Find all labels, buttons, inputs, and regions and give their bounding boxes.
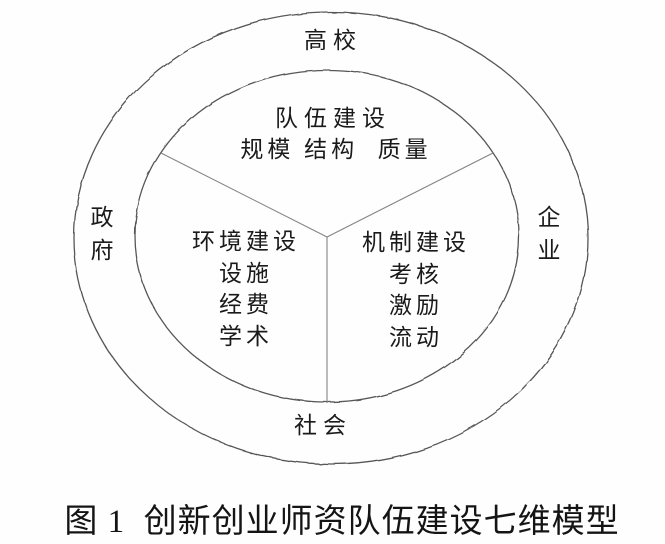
figure-caption: 图 1 创新创业师资队伍建设七维模型 xyxy=(64,504,620,540)
sector-right-item: 激励 xyxy=(389,293,443,318)
sector-right-item: 考核 xyxy=(389,261,443,287)
sector-left-block: 环境建设 设施 经费 学术 xyxy=(192,226,300,352)
ring-label-universities: 高校 xyxy=(304,28,362,53)
divider-upper-left xyxy=(160,152,328,238)
sector-left-item: 学术 xyxy=(219,323,273,349)
sector-top-detail: 规模 结构 质量 xyxy=(240,137,432,162)
divider-upper-right xyxy=(326,152,494,238)
sector-left-title: 环境建设 xyxy=(192,229,300,254)
outer-ring-circle xyxy=(73,11,589,465)
sector-right-title: 机制建设 xyxy=(362,230,470,255)
sector-right-item: 流动 xyxy=(389,324,443,350)
ring-label-society: 社会 xyxy=(294,413,352,438)
sector-left-item: 经费 xyxy=(219,292,273,317)
sector-left-item: 设施 xyxy=(219,260,273,286)
ring-label-government: 政府 xyxy=(90,205,114,263)
sector-right-block: 机制建设 考核 激励 流动 xyxy=(362,227,470,353)
ring-label-enterprises: 企业 xyxy=(537,205,561,263)
model-diagram xyxy=(73,11,589,465)
sector-top-title: 队伍建设 xyxy=(275,106,391,131)
